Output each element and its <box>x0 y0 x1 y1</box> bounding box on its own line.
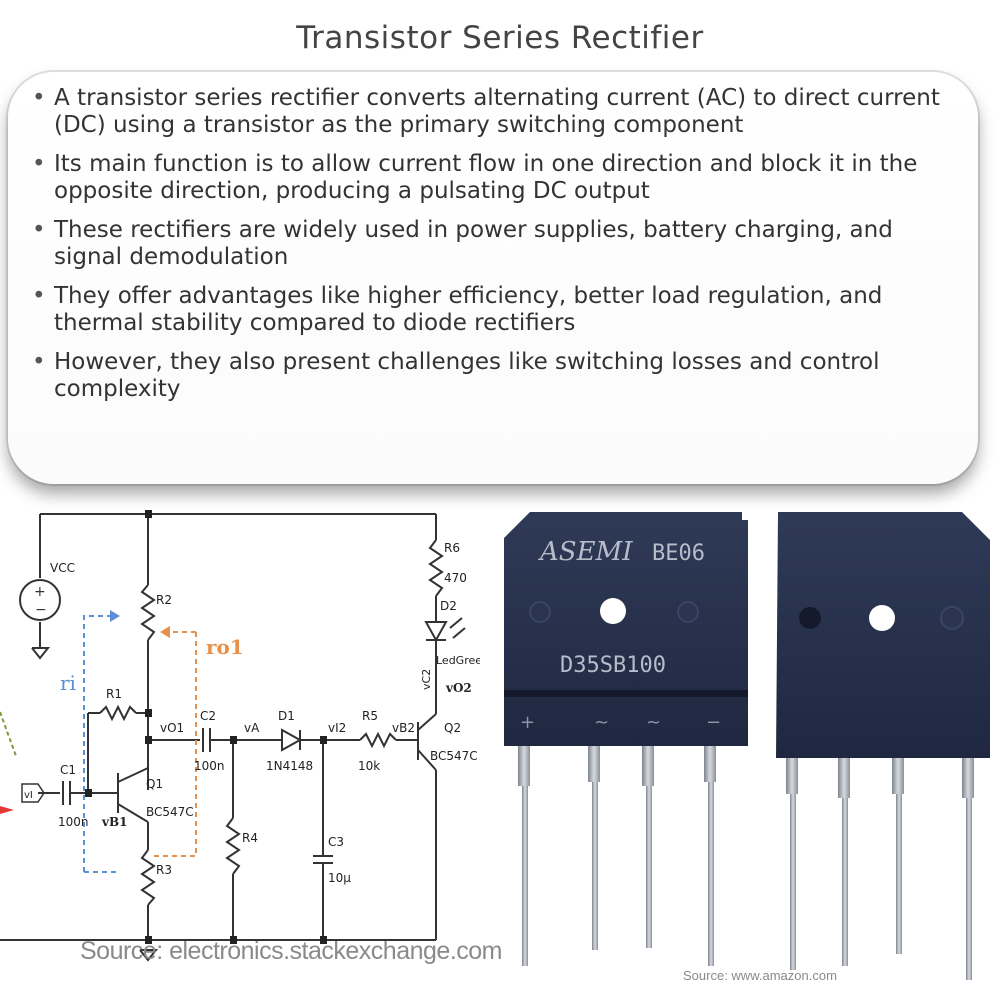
label-r5: R5 <box>362 709 378 723</box>
rectifier-body-back <box>776 512 990 758</box>
brand-label: ASEMI <box>538 537 633 567</box>
rectifier-body-front <box>504 512 748 746</box>
label-vi2: vI2 <box>328 721 346 735</box>
circuit-diagram: + − VCC R2 R1 ri ro1 C1 100n vI vB1 Q1 B… <box>0 510 480 962</box>
label-q1-part: BC547C <box>146 805 194 819</box>
pin-mark-ac1: ~ <box>594 712 609 733</box>
label-r3: R3 <box>156 863 172 877</box>
bullet-item: A transistor series rectifier converts a… <box>30 85 960 139</box>
label-vcc: VCC <box>50 561 75 575</box>
label-c2-value: 100n <box>194 759 225 773</box>
label-q2-part: BC547C <box>430 749 478 763</box>
bridge-rectifier-photo: ASEMI BE06 D35SB100 + ~ ~ − <box>504 512 990 980</box>
label-d2: D2 <box>440 599 457 613</box>
label-r6: R6 <box>444 541 460 555</box>
label-q1: Q1 <box>146 777 163 791</box>
bullet-item: They offer advantages like higher effici… <box>30 283 960 337</box>
label-vo2: vO2 <box>445 681 472 695</box>
part-number-label: D35SB100 <box>560 653 666 678</box>
label-d2-part: LedGreen <box>436 654 480 667</box>
label-d1-part: 1N4148 <box>266 759 313 773</box>
label-vi: vI <box>24 790 33 801</box>
label-c1-value: 100n <box>58 815 89 829</box>
bullet-list: A transistor series rectifier converts a… <box>30 85 960 415</box>
bullet-item: Its main function is to allow current fl… <box>30 151 960 205</box>
bullet-item: However, they also present challenges li… <box>30 349 960 403</box>
label-r1: R1 <box>106 687 122 701</box>
pin-mark-plus: + <box>520 712 535 733</box>
svg-text:+: + <box>34 584 46 600</box>
pin-mark-minus: − <box>706 712 721 733</box>
label-r2: R2 <box>156 593 172 607</box>
code-label: BE06 <box>652 541 705 566</box>
label-c3-value: 10μ <box>328 871 351 885</box>
photo-source-caption: Source: www.amazon.com <box>683 968 837 983</box>
label-va: vA <box>244 721 260 735</box>
label-c1: C1 <box>60 763 76 777</box>
bullet-item: These rectifiers are widely used in powe… <box>30 217 960 271</box>
label-ri: ri <box>60 671 76 695</box>
label-r4: R4 <box>242 831 258 845</box>
svg-text:−: − <box>35 602 47 618</box>
circuit-source-caption: Source: electronics.stackexchange.com <box>80 937 503 965</box>
pin-mark-ac2: ~ <box>646 712 661 733</box>
summary-card <box>8 72 978 484</box>
label-r6-value: 470 <box>444 571 467 585</box>
label-d1: D1 <box>278 709 295 723</box>
rectifier-pins-back <box>786 758 974 980</box>
label-ro1: ro1 <box>206 635 244 659</box>
label-vb1: vB1 <box>101 815 127 829</box>
page-title: Transistor Series Rectifier <box>296 20 704 56</box>
label-c2: C2 <box>200 709 216 723</box>
rectifier-pins-front <box>518 746 716 966</box>
label-q2: Q2 <box>444 721 461 735</box>
label-vb2: vB2 <box>392 721 415 735</box>
label-vo1: vO1 <box>160 721 184 735</box>
label-r5-value: 10k <box>358 759 380 773</box>
label-c3: C3 <box>328 835 344 849</box>
label-vc2: vC2 <box>420 669 433 690</box>
